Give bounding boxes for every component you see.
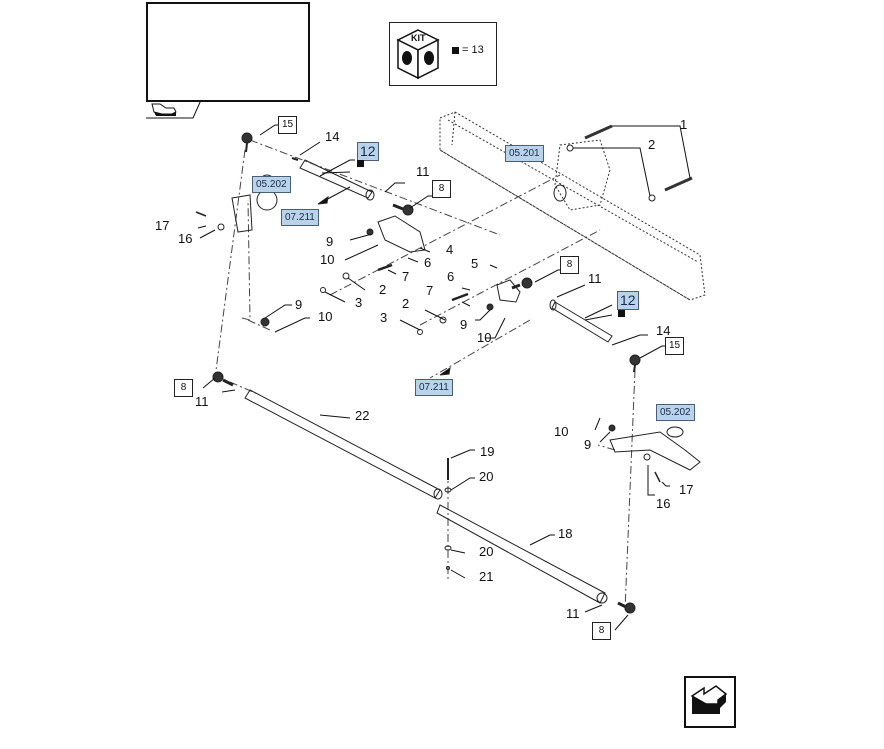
callout-20-bottom: 20 — [479, 544, 494, 559]
bolt-7 — [451, 292, 469, 302]
front-axle-beam — [439, 111, 706, 301]
callout-10-c: 10 — [477, 330, 492, 345]
callout-22: 22 — [355, 408, 370, 423]
callout-3-a: 3 — [355, 295, 363, 310]
cylinder-12-right — [549, 299, 613, 343]
callout-15-upper[interactable]: 15 — [278, 116, 297, 134]
callout-7-a: 7 — [402, 269, 410, 284]
nut-9 — [608, 424, 616, 432]
callout-2-b: 2 — [402, 296, 410, 311]
washer-2 — [648, 194, 656, 202]
axle-bushing — [553, 184, 567, 202]
callout-4: 4 — [446, 242, 454, 257]
cylinder-12-left — [291, 157, 375, 201]
hand-pointing-icon — [151, 103, 177, 116]
kit-badge-text: KIT — [411, 33, 426, 43]
callout-5: 5 — [471, 256, 479, 271]
callout-14-lower: 14 — [656, 323, 671, 338]
callout-2-top: 2 — [648, 137, 656, 152]
callout-11-b: 11 — [588, 271, 602, 286]
ref-badge-05-202-right[interactable]: 05.202 — [656, 404, 695, 421]
steering-knuckle-right — [609, 426, 701, 471]
callout-3-b: 3 — [380, 310, 388, 325]
callout-10-d: 10 — [554, 424, 569, 439]
tie-rod-tube-18 — [436, 504, 608, 604]
callout-9-d: 9 — [584, 437, 592, 452]
assembly-center-lines — [214, 139, 636, 611]
washer-2 — [566, 144, 574, 152]
callout-11-a: 11 — [416, 164, 430, 179]
callout-20-top: 20 — [479, 469, 494, 484]
callout-11-c: 11 — [195, 394, 209, 409]
ref-badge-05-201[interactable]: 05.201 — [505, 145, 544, 162]
ref-badge-07-211-upper[interactable]: 07.211 — [281, 209, 319, 226]
callout-9-b: 9 — [295, 297, 303, 312]
nut-3 — [320, 287, 326, 293]
previous-view-tab[interactable] — [146, 99, 202, 119]
leader-lines — [197, 124, 691, 631]
kit-square-marker — [452, 47, 459, 54]
bracket-5 — [496, 279, 521, 303]
bolt-1 — [584, 124, 693, 192]
tie-rod-tube-22 — [244, 389, 443, 500]
ball-joint-8-upper — [392, 203, 414, 216]
ball-joint-8-middle — [511, 277, 533, 290]
callout-11-d: 11 — [566, 606, 580, 621]
washer-2 — [342, 272, 350, 280]
callout-8-c[interactable]: 8 — [174, 379, 193, 397]
nut-9 — [486, 303, 494, 311]
nut-9 — [260, 317, 270, 327]
callout-8-d[interactable]: 8 — [592, 622, 611, 640]
bracket-4 — [377, 215, 426, 253]
pin-17 — [195, 211, 207, 217]
callout-17-left: 17 — [155, 218, 170, 233]
next-view-button[interactable] — [684, 676, 736, 728]
kit-count: = 13 — [462, 44, 484, 56]
thumbnail-frame — [146, 2, 310, 102]
callout-17-right: 17 — [679, 482, 694, 497]
callout-16-right: 16 — [656, 496, 671, 511]
callout-10-b: 10 — [318, 309, 333, 324]
nut-21 — [446, 566, 450, 570]
callout-19: 19 — [480, 444, 495, 459]
kit-marker-12-upper — [357, 160, 364, 167]
kit-marker-12-lower — [618, 310, 625, 317]
ball-joint-8-right — [617, 601, 636, 614]
callout-21: 21 — [479, 569, 494, 584]
nut-3 — [417, 329, 423, 335]
nut-16 — [643, 453, 651, 461]
callout-12-upper[interactable]: 12 — [357, 142, 379, 161]
callout-18: 18 — [558, 526, 573, 541]
ref-badge-05-202-left[interactable]: 05.202 — [252, 176, 291, 193]
ball-joint-8-left — [212, 371, 234, 387]
callout-9-c: 9 — [460, 317, 468, 332]
callout-9-a: 9 — [326, 234, 334, 249]
callout-15-lower[interactable]: 15 — [665, 337, 684, 355]
washer-2 — [439, 316, 447, 324]
callout-12-lower[interactable]: 12 — [617, 291, 639, 310]
callout-1: 1 — [680, 117, 688, 132]
kit-cube-icon — [396, 29, 440, 80]
callout-8-a[interactable]: 8 — [432, 180, 451, 198]
pin-17 — [654, 471, 661, 483]
washer-20 — [444, 545, 452, 551]
bolt-7 — [377, 263, 393, 272]
ball-joint-15-right — [629, 354, 641, 373]
callout-2-a: 2 — [379, 282, 387, 297]
ball-joint-15-left — [241, 132, 253, 153]
arrow-back-icon — [690, 685, 728, 714]
ref-badge-07-211-lower[interactable]: 07.211 — [415, 379, 453, 396]
nut-16 — [217, 223, 225, 231]
callout-16-left: 16 — [178, 231, 193, 246]
callout-6-a: 6 — [424, 255, 432, 270]
callout-6-b: 6 — [447, 269, 455, 284]
callout-8-b[interactable]: 8 — [560, 256, 579, 274]
callout-14-upper: 14 — [325, 129, 340, 144]
callout-10-a: 10 — [320, 252, 335, 267]
callout-7-b: 7 — [426, 283, 434, 298]
